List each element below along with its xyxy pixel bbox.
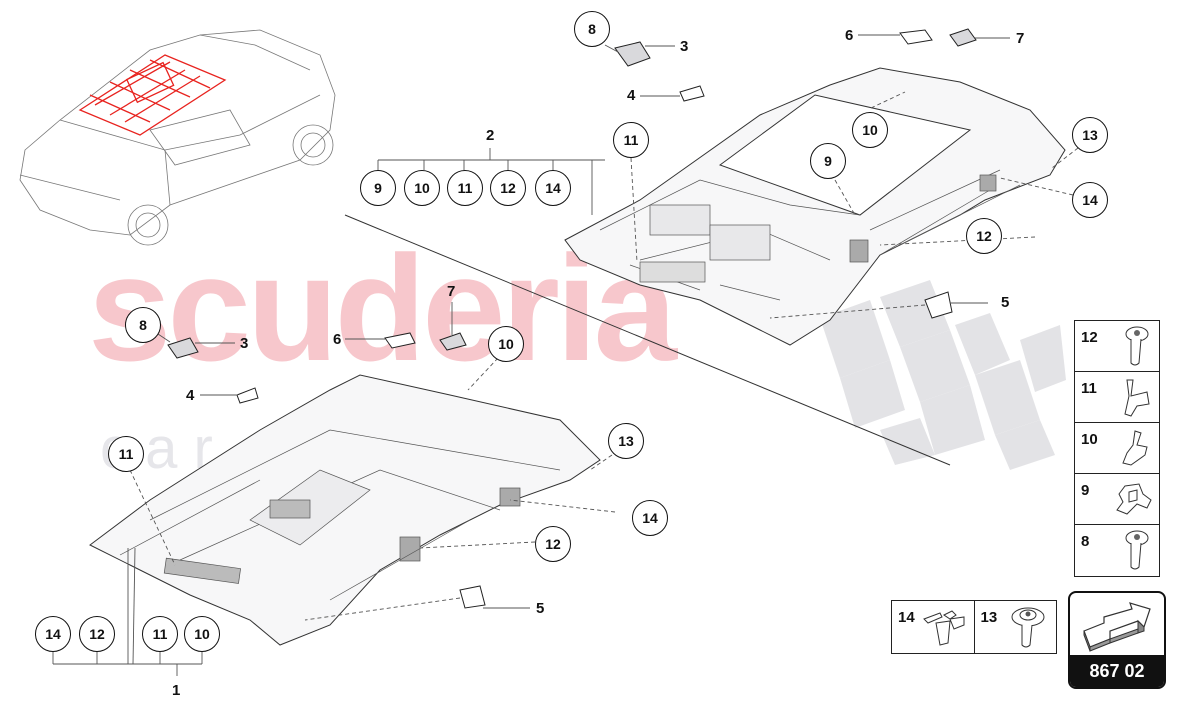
label-bottom-6: 6 xyxy=(333,331,342,348)
legend-num: 10 xyxy=(1081,431,1098,448)
legend-num: 8 xyxy=(1081,533,1090,550)
part-6-top xyxy=(899,29,933,45)
legend-item-12[interactable]: 12 xyxy=(1075,321,1159,372)
callout-top-12[interactable]: 12 xyxy=(966,218,1002,254)
parts-legend-horizontal: 14 13 xyxy=(891,600,1057,654)
car-thumbnail xyxy=(19,29,336,246)
callout-group1-11[interactable]: 11 xyxy=(142,616,178,652)
label-top-4: 4 xyxy=(627,87,636,104)
checkered-flag-watermark xyxy=(820,280,1066,470)
label-bottom-5: 5 xyxy=(536,600,545,617)
callout-bottom-13[interactable]: 13 xyxy=(608,423,644,459)
label-top-5: 5 xyxy=(1001,294,1010,311)
callout-group2-10[interactable]: 10 xyxy=(404,170,440,206)
label-bottom-7: 7 xyxy=(447,283,456,300)
callout-group2-11[interactable]: 11 xyxy=(447,170,483,206)
group-label-2: 2 xyxy=(486,127,495,144)
legend-item-9[interactable]: 9 xyxy=(1075,474,1159,525)
callout-bottom-12[interactable]: 12 xyxy=(535,526,571,562)
part-5-bottom xyxy=(459,585,486,609)
part-5-top xyxy=(924,291,953,319)
part-6-bottom xyxy=(384,332,416,349)
screw-icon xyxy=(1125,530,1149,570)
callout-bottom-11[interactable]: 11 xyxy=(108,436,144,472)
callout-bottom-10[interactable]: 10 xyxy=(488,326,524,362)
diagram-code-badge: 867 02 xyxy=(1068,591,1166,689)
diagram-code: 867 02 xyxy=(1070,655,1164,687)
callout-group1-12[interactable]: 12 xyxy=(79,616,115,652)
part-4-top xyxy=(679,85,705,102)
label-bottom-3: 3 xyxy=(240,335,249,352)
retainer-clip-icon xyxy=(1116,483,1152,515)
callout-top-11[interactable]: 11 xyxy=(613,122,649,158)
legend-num: 13 xyxy=(980,609,998,626)
callout-group2-9[interactable]: 9 xyxy=(360,170,396,206)
part-7-bottom xyxy=(439,332,467,351)
label-top-3: 3 xyxy=(680,38,689,55)
legend-item-8[interactable]: 8 xyxy=(1075,525,1159,576)
clip-icon xyxy=(1122,430,1148,466)
part-4-bottom xyxy=(236,387,259,404)
callout-group1-14[interactable]: 14 xyxy=(35,616,71,652)
callout-bottom-14[interactable]: 14 xyxy=(632,500,668,536)
legend-num: 11 xyxy=(1081,380,1097,397)
legend-item-11[interactable]: 11 xyxy=(1075,372,1159,423)
callout-group2-14[interactable]: 14 xyxy=(535,170,571,206)
arrow-icon xyxy=(1083,602,1151,652)
clip-icon xyxy=(1124,379,1150,417)
label-top-6: 6 xyxy=(845,27,854,44)
callout-group2-12[interactable]: 12 xyxy=(490,170,526,206)
callout-top-10[interactable]: 10 xyxy=(852,112,888,148)
group-label-1: 1 xyxy=(172,682,181,699)
legend-item-14[interactable]: 14 xyxy=(892,601,975,653)
part-3-top xyxy=(614,41,651,67)
callout-group1-10[interactable]: 10 xyxy=(184,616,220,652)
part-7-top xyxy=(949,28,977,47)
legend-item-13[interactable]: 13 xyxy=(975,601,1057,653)
parts-legend-vertical: 12 11 10 9 8 xyxy=(1074,320,1160,577)
callout-top-14[interactable]: 14 xyxy=(1072,182,1108,218)
label-top-7: 7 xyxy=(1016,30,1025,47)
legend-num: 14 xyxy=(898,609,915,626)
label-bottom-4: 4 xyxy=(186,387,195,404)
legend-num: 9 xyxy=(1081,482,1090,499)
spring-clip-icon xyxy=(922,610,964,646)
part-3-bottom xyxy=(167,337,199,359)
callout-bottom-8[interactable]: 8 xyxy=(125,307,161,343)
roof-liner-highlight xyxy=(78,54,227,136)
callout-top-9[interactable]: 9 xyxy=(810,143,846,179)
flange-screw-icon xyxy=(1011,607,1045,648)
screw-icon xyxy=(1125,326,1149,366)
callout-top-13[interactable]: 13 xyxy=(1072,117,1108,153)
legend-num: 12 xyxy=(1081,329,1098,346)
legend-item-10[interactable]: 10 xyxy=(1075,423,1159,474)
callout-top-8[interactable]: 8 xyxy=(574,11,610,47)
